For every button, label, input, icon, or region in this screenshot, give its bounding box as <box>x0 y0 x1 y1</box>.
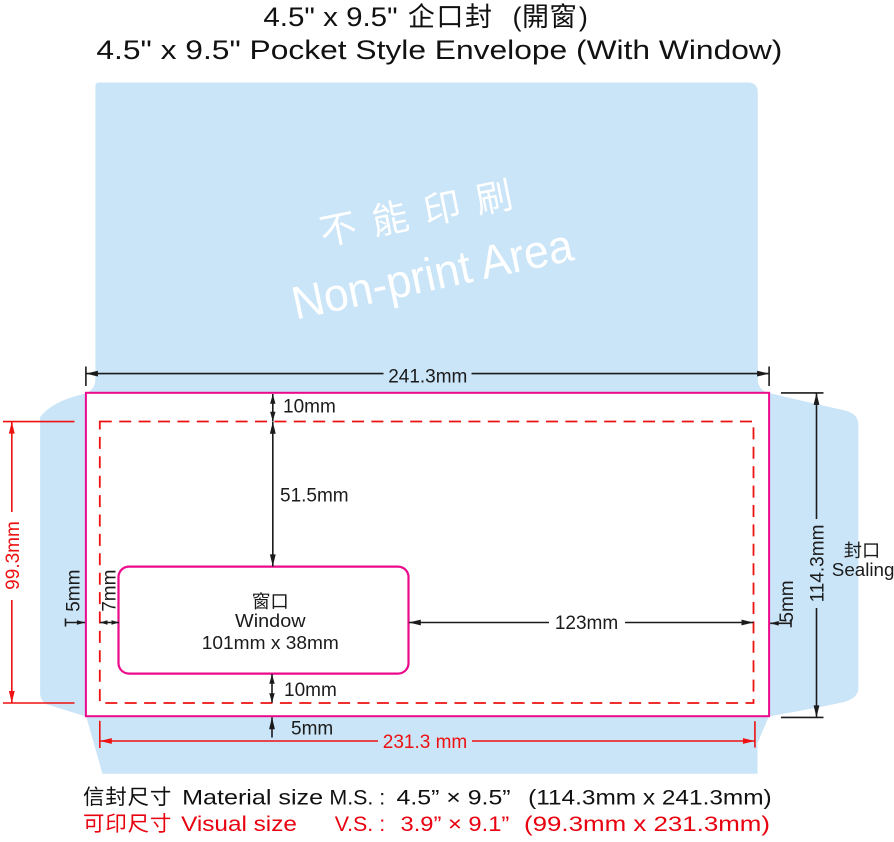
svg-text:10mm: 10mm <box>283 396 336 417</box>
svg-text:4.5" x 9.5": 4.5" x 9.5" <box>263 2 397 32</box>
svg-text:231.3 mm: 231.3 mm <box>383 732 467 753</box>
svg-text:(114.3mm x 241.3mm): (114.3mm x 241.3mm) <box>528 785 772 809</box>
svg-text:M.S. :: M.S. : <box>329 785 385 809</box>
svg-text:5mm: 5mm <box>777 580 798 622</box>
svg-text:99.3mm: 99.3mm <box>3 521 24 590</box>
svg-text:241.3mm: 241.3mm <box>388 366 467 387</box>
svg-text:5mm: 5mm <box>64 570 85 612</box>
svg-text:4.5” × 9.5”: 4.5” × 9.5” <box>397 785 511 809</box>
svg-text:V.S. :: V.S. : <box>335 812 385 836</box>
svg-text:123mm: 123mm <box>555 613 618 634</box>
svg-text:Sealing: Sealing <box>832 559 894 580</box>
svg-text:10mm: 10mm <box>284 680 337 701</box>
svg-text:4.5" x 9.5" Pocket Style Envel: 4.5" x 9.5" Pocket Style Envelope (With … <box>96 35 782 65</box>
svg-text:7mm: 7mm <box>100 570 121 612</box>
svg-text:51.5mm: 51.5mm <box>280 486 349 507</box>
svg-text:): ) <box>579 2 588 32</box>
svg-text:(: ( <box>513 2 522 32</box>
svg-text:(99.3mm x 231.3mm): (99.3mm x 231.3mm) <box>524 812 770 836</box>
svg-text:Window: Window <box>235 610 306 631</box>
svg-text:Visual size: Visual size <box>181 812 297 836</box>
svg-text:Material size: Material size <box>182 785 323 809</box>
svg-text:5mm: 5mm <box>291 719 333 740</box>
svg-text:3.9” × 9.1”: 3.9” × 9.1” <box>401 812 510 836</box>
svg-text:114.3mm: 114.3mm <box>808 525 829 603</box>
svg-text:101mm x 38mm: 101mm x 38mm <box>202 632 339 653</box>
